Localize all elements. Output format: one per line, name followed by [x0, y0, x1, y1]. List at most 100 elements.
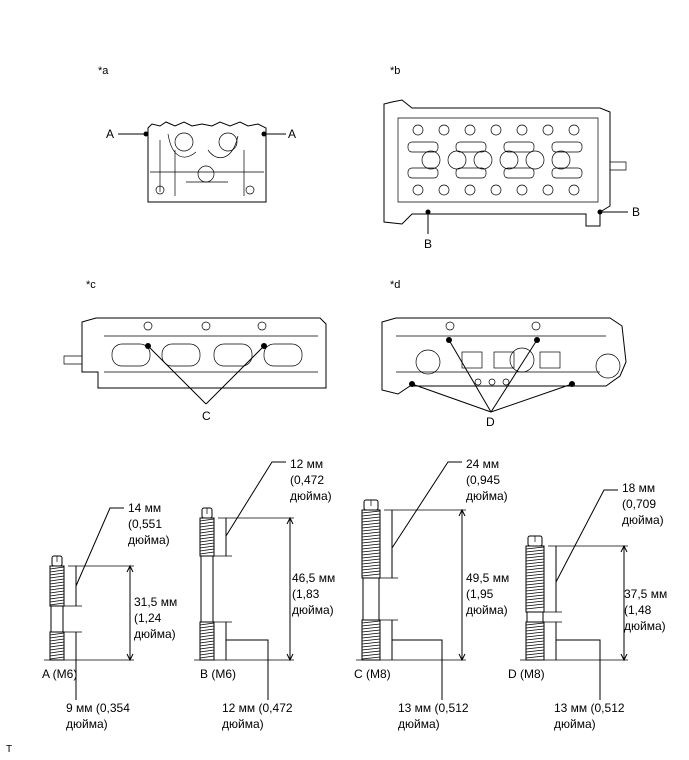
head-hole: [568, 124, 580, 136]
head-hole: [490, 184, 502, 196]
view-c: *c C: [63, 279, 327, 423]
thread-line: [199, 634, 215, 638]
stud-a-upper-3: дюйма): [128, 533, 170, 547]
thread-line: [525, 637, 545, 641]
thread-line: [361, 656, 381, 660]
thread-line: [525, 558, 545, 562]
thread-line: [361, 546, 381, 550]
head-slot: [455, 141, 487, 153]
stud-d-lower-1: 13 мм (0,512: [554, 701, 625, 715]
thread-line: [49, 644, 65, 648]
thread-line: [361, 573, 381, 577]
thread-line: [49, 587, 65, 591]
stud-d-total-2: (1,48: [624, 603, 652, 617]
view-d-pointer: D: [486, 415, 495, 429]
thread-line: [199, 545, 215, 549]
head-slot: [407, 167, 439, 179]
stud-a-upper-2: (0,551: [128, 517, 162, 531]
stud-a: [44, 507, 134, 700]
head-slot: [551, 141, 583, 153]
head-bore: [421, 150, 441, 170]
thread-line: [49, 575, 65, 579]
thread-line: [361, 525, 381, 529]
head-slot: [407, 141, 439, 153]
thread-line: [361, 564, 381, 568]
view-b-holes: [407, 124, 583, 196]
stud-d-lower-2: дюйма): [554, 717, 596, 731]
thread-line: [525, 640, 545, 644]
stud-d-upper-3: дюйма): [622, 513, 664, 527]
footer-mark: T: [6, 744, 12, 755]
stud-c-upper-2: (0,945: [466, 473, 500, 487]
thread-line: [199, 539, 215, 543]
thread-line: [49, 635, 65, 639]
thread-line: [49, 638, 65, 642]
stud-b-label: B (M6): [200, 667, 236, 681]
view-b: *b B B: [383, 65, 640, 251]
thread-line: [361, 510, 381, 514]
thread-line: [49, 590, 65, 594]
head-hole: [464, 124, 476, 136]
stud-shank: [200, 555, 214, 623]
stud-b-upper-1: 12 мм: [290, 457, 323, 471]
stud-a-total-2: (1,24: [134, 611, 162, 625]
thread-line: [525, 622, 545, 626]
stud-b-total-2: (1,83: [292, 587, 320, 601]
thread-line: [199, 548, 215, 552]
head-slot: [503, 167, 535, 179]
thread-line: [525, 597, 545, 601]
thread-line: [361, 558, 381, 562]
thread-line: [49, 584, 65, 588]
leader-upper: [225, 461, 286, 537]
thread-line: [361, 623, 381, 627]
view-d-tag: *d: [390, 279, 400, 291]
thread-line: [361, 644, 381, 648]
stud-b-upper-2: (0,472: [290, 473, 324, 487]
leader-lower: [226, 639, 269, 700]
stud-a-label: A (M6): [42, 667, 77, 681]
thread-line: [199, 631, 215, 635]
view-b-pointer-bottom: B: [424, 237, 432, 251]
thread-line: [361, 537, 381, 541]
thread-line: [361, 653, 381, 657]
stud-c-lower-1: 13 мм (0,512: [398, 701, 469, 715]
thread-line: [525, 546, 545, 550]
thread-line: [525, 591, 545, 595]
thread-line: [525, 631, 545, 635]
thread-line: [199, 652, 215, 656]
thread-line: [49, 581, 65, 585]
thread-line: [49, 569, 65, 573]
thread-line: [199, 637, 215, 641]
thread-line: [525, 600, 545, 604]
view-b-pointer-right: B: [632, 205, 640, 219]
thread-line: [361, 549, 381, 553]
leader-upper: [391, 461, 462, 549]
thread-line: [361, 567, 381, 571]
head-bore: [499, 150, 519, 170]
view-a-pointer-left: A: [106, 127, 114, 141]
dim-arrow: [620, 653, 628, 662]
thread-line: [199, 527, 215, 531]
view-b-tag: *b: [390, 65, 400, 77]
thread-line: [525, 606, 545, 610]
thread-line: [361, 641, 381, 645]
thread-line: [525, 646, 545, 650]
thread-line: [199, 649, 215, 653]
dim-arrow: [126, 564, 134, 573]
stud-drawings: [44, 461, 628, 700]
dim-arrow: [126, 653, 134, 662]
thread-line: [49, 578, 65, 582]
thread-line: [199, 542, 215, 546]
thread-line: [49, 596, 65, 600]
dim-arrow: [286, 516, 294, 525]
stud-d-label: D (M8): [508, 667, 545, 681]
thread-line: [361, 632, 381, 636]
stud-shank: [362, 577, 380, 621]
leader-lower: [392, 639, 443, 700]
thread-line: [525, 655, 545, 659]
